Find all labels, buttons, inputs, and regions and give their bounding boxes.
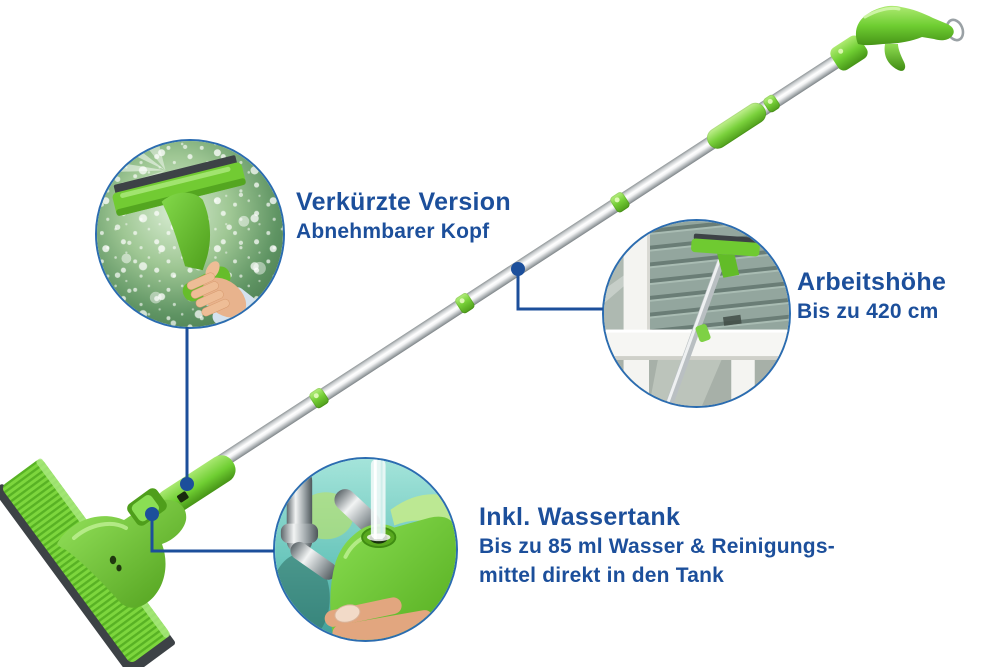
spray-trigger-handle (830, 5, 965, 71)
callout-title-tank: Inkl. Wassertank (479, 503, 681, 531)
soapy-window-photo (97, 141, 283, 327)
upper-window-glass (604, 221, 625, 334)
callout-title-height: Arbeitshöhe (797, 268, 947, 296)
callout-circle-shortened-version (95, 139, 285, 329)
handle-pole-collar (830, 35, 868, 71)
callout-subtitle-tank-line2: mittel direkt in den Tank (479, 564, 724, 587)
callout-title-shortened: Verkürzte Version (296, 188, 511, 216)
callout-subtitle-height: Bis zu 420 cm (797, 300, 939, 323)
release-hole (177, 491, 189, 503)
mini-squeegee (112, 155, 246, 302)
head-neck-connector (156, 455, 236, 517)
pole-lock-collar-1 (307, 386, 331, 410)
callout-subtitle-tank-line1: Bis zu 85 ml Wasser & Reinigungs- (479, 535, 835, 558)
rubber-lip (0, 484, 134, 667)
callout-subtitle-shortened: Abnehmbarer Kopf (296, 220, 490, 243)
faucet-spout (334, 489, 381, 534)
lower-window-panes (604, 359, 789, 406)
callout-circle-water-tank (273, 457, 458, 642)
handle-highlight (863, 6, 901, 19)
callout-circle-working-height (602, 219, 791, 408)
tank-filling-under-faucet-photo (275, 459, 456, 640)
handle-body (855, 5, 954, 46)
mini-squeegee-on-pole (664, 233, 760, 406)
telescopic-pole-house-photo (604, 221, 789, 406)
pole-lock-collar-2 (453, 291, 477, 315)
callout-text-water-tank: Inkl. Wassertank Bis zu 85 ml Wasser & R… (479, 503, 835, 590)
callout-text-shortened-version: Verkürzte Version Abnehmbarer Kopf (296, 188, 511, 246)
squeegee-head (0, 455, 236, 667)
leader-line-height (516, 275, 603, 311)
water-stream (366, 459, 391, 542)
blade-end-cap (124, 631, 175, 667)
spray-trigger (884, 44, 906, 71)
pole-lock-collar-3 (608, 190, 632, 214)
fingernail (334, 604, 361, 623)
callout-text-working-height: Arbeitshöhe Bis zu 420 cm (797, 268, 946, 326)
pole-foam-grip (703, 98, 770, 153)
